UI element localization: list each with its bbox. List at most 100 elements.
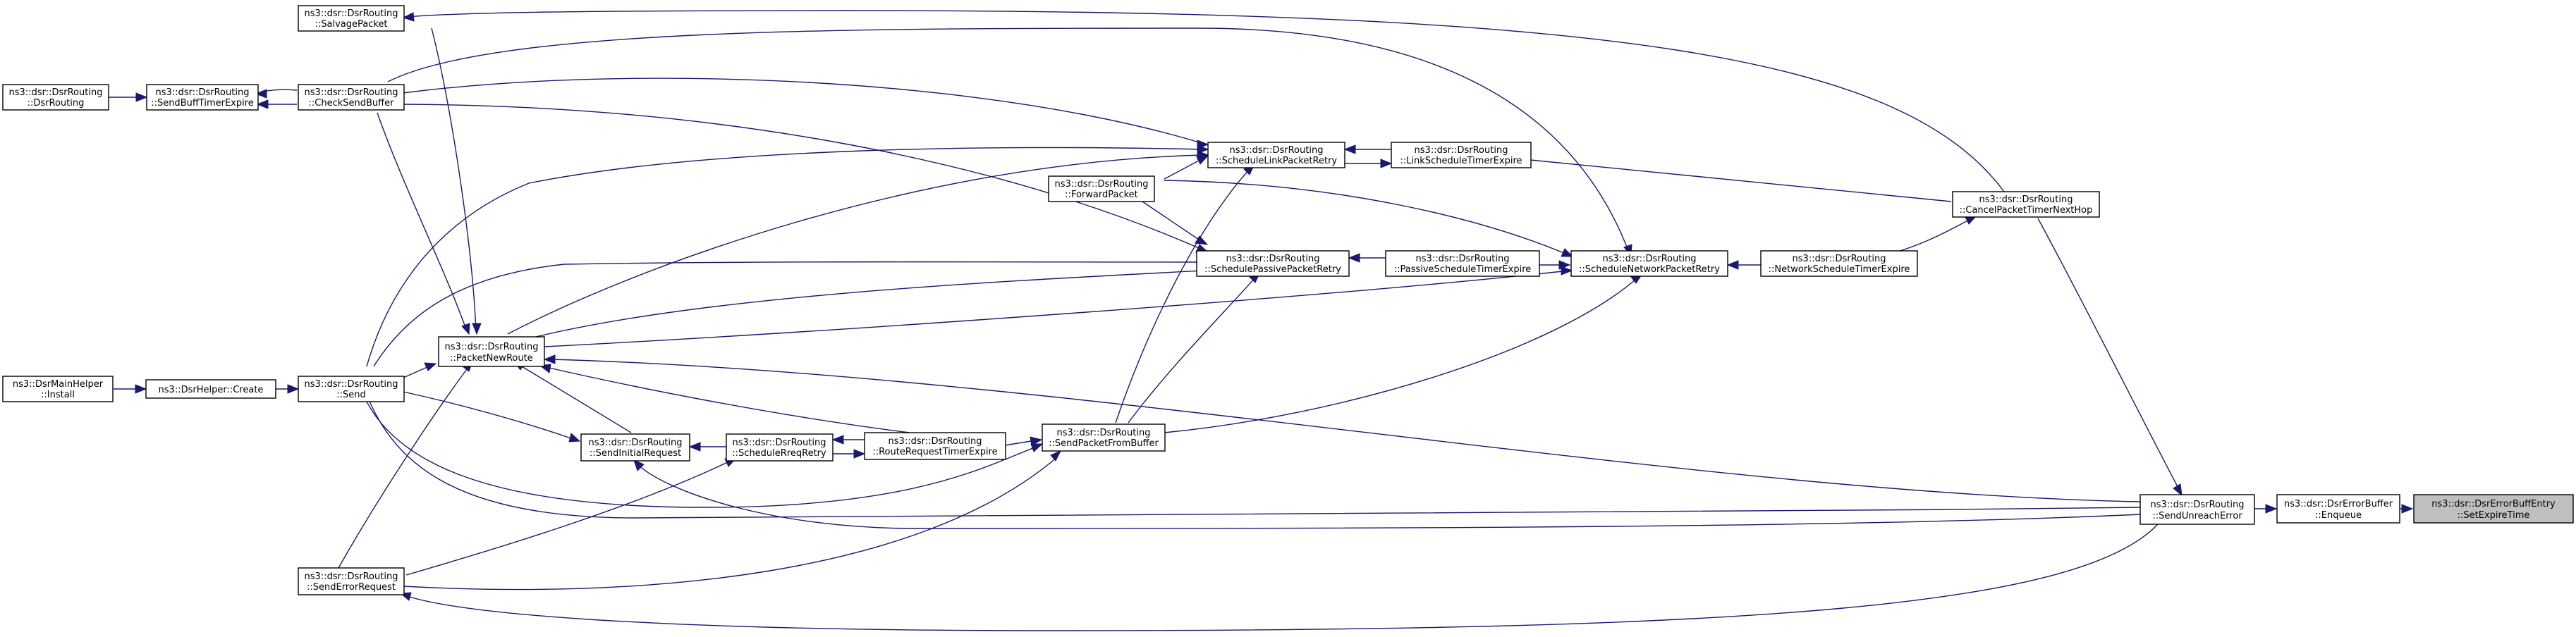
node-cancel-packet-timer-next-hop[interactable]: ns3::dsr::DsrRouting ::CancelPacketTimer… (1952, 191, 2100, 218)
node-send-unreach-error[interactable]: ns3::dsr::DsrRouting ::SendUnreachError (2139, 494, 2255, 525)
edge-sendbuf-schedulelink (1115, 168, 1250, 423)
edge-checksendbuffer-pnr (377, 112, 468, 332)
node-label-line1: ns3::dsr::DsrRouting (305, 571, 398, 582)
node-network-schedule-timer-expire[interactable]: ns3::dsr::DsrRouting ::NetworkScheduleTi… (1760, 250, 1918, 277)
node-dsr-main-helper-install[interactable]: ns3::DsrMainHelper ::Install (2, 376, 114, 402)
node-label-line2: ::Install (41, 390, 75, 400)
node-send-packet-from-buffer[interactable]: ns3::dsr::DsrRouting ::SendPacketFromBuf… (1042, 423, 1166, 452)
edge-checksendbuffer-schedulenetwork (387, 27, 1630, 253)
node-forward-packet[interactable]: ns3::dsr::DsrRouting ::ForwardPacket (1048, 175, 1155, 202)
arrow-check-from-sendbufftimer (255, 89, 267, 99)
node-label-line1: ns3::dsr::DsrRouting (445, 342, 539, 352)
node-salvage-packet[interactable]: ns3::dsr::DsrRouting ::SalvagePacket (298, 5, 405, 32)
node-packet-new-route[interactable]: ns3::dsr::DsrRouting ::PacketNewRoute (438, 336, 545, 367)
arrow-sendinitial-from-schedulereq (688, 442, 701, 452)
edge-pnr-schedulepassive (535, 270, 1204, 338)
node-label-line2: ::SalvagePacket (315, 19, 387, 30)
node-label-line1: ns3::dsr::DsrErrorBuffEntry (2431, 499, 2556, 509)
edge-send-pnr (403, 366, 429, 378)
arrow-linktimer-from-schedulelink (1380, 159, 1393, 168)
node-label-line1: ns3::dsr::DsrRouting (305, 87, 398, 98)
arrow-schedulepassive-from-passivetimer (1348, 253, 1360, 263)
edge-pnr-schedulenetwork (544, 270, 1570, 347)
node-label-line1: ns3::dsr::DsrRouting (305, 8, 398, 19)
node-schedule-network-packet-retry[interactable]: ns3::dsr::DsrRouting ::ScheduleNetworkPa… (1570, 250, 1728, 277)
node-label-line1: ns3::dsr::DsrRouting (589, 438, 683, 448)
edge-forward-schedulepassive (1142, 201, 1200, 240)
edge-sendunreach-sendinitial (637, 464, 2141, 529)
edge-sendinitial-pnr (521, 366, 632, 433)
edge-schedulereq-senderror (405, 459, 734, 576)
node-label-line2: ::ScheduleNetworkPacketRetry (1579, 264, 1720, 275)
edge-send-schedulepassive (373, 261, 1204, 367)
node-label-line1: ns3::DsrHelper::Create (159, 385, 264, 395)
nodes: ns3::dsr::DsrRouting ::SalvagePacket ns3… (2, 5, 2574, 595)
node-label-line2: ::SendPacketFromBuffer (1049, 438, 1159, 449)
node-label-line1: ns3::dsr::DsrRouting (2151, 500, 2245, 510)
node-link-schedule-timer-expire[interactable]: ns3::dsr::DsrRouting ::LinkScheduleTimer… (1391, 142, 1532, 168)
arrow-pnr-from-salvage (472, 323, 482, 335)
edge-forward-schedulenetwork (1164, 180, 1566, 254)
node-label-line1: ns3::dsr::DsrRouting (889, 436, 982, 447)
arrow-sendinitial-from-send (568, 433, 581, 443)
arrow-pnr-from-checksendbuffer (461, 323, 470, 335)
node-schedule-passive-packet-retry[interactable]: ns3::dsr::DsrRouting ::SchedulePassivePa… (1196, 250, 1350, 277)
node-error-buff-entry-set-expire-time[interactable]: ns3::dsr::DsrErrorBuffEntry ::SetExpireT… (2413, 494, 2574, 524)
arrow-setexpire (2401, 504, 2414, 514)
node-error-buffer-enqueue[interactable]: ns3::dsr::DsrErrorBuffer ::Enqueue (2276, 494, 2400, 524)
node-label-line1: ns3::dsr::DsrRouting (156, 87, 250, 98)
arrow-schedulereq-from-routereq (831, 435, 844, 445)
arrow-schedulenetwork-from-forward (1561, 248, 1574, 257)
arrow-schedulenetwork-from-pnr (1561, 266, 1573, 276)
node-label-line2: ::SchedulePassivePacketRetry (1204, 264, 1341, 275)
node-label-line1: ns3::dsr::DsrRouting (1230, 145, 1324, 156)
node-label-line2: ::SendErrorRequest (307, 582, 396, 593)
node-dsrrouting-ctor[interactable]: ns3::dsr::DsrRouting ::DsrRouting (2, 84, 109, 111)
arrow-schedulepassive-from-forward (1195, 235, 1209, 245)
node-label-line1: ns3::dsr::DsrRouting (1416, 254, 1510, 264)
node-label-line2: ::NetworkScheduleTimerExpire (1769, 264, 1910, 275)
edge-routereq-sendbuf (1004, 440, 1032, 446)
node-label-line2: ::CheckSendBuffer (309, 98, 395, 109)
node-route-request-timer-expire[interactable]: ns3::dsr::DsrRouting ::RouteRequestTimer… (864, 432, 1006, 460)
node-label-line1: ns3::dsr::DsrRouting (1055, 179, 1149, 190)
node-label-line1: ns3::dsr::DsrRouting (1226, 254, 1320, 264)
node-send-initial-request[interactable]: ns3::dsr::DsrRouting ::SendInitialReques… (580, 433, 690, 462)
edge-canceltimer-networktimer (1889, 215, 1977, 254)
edge-pnr-schedulelink (507, 154, 1204, 335)
edge-checksendbuffer-schedulelink (402, 78, 1204, 144)
arrow-sendbuf-from-send (1030, 443, 1044, 452)
node-label-line1: ns3::dsr::DsrRouting (9, 87, 103, 98)
arrow-pnr-from-send (424, 362, 437, 371)
node-label-line2: ::SetExpireTime (2458, 510, 2530, 521)
edge-salvage-pnr (431, 27, 477, 332)
node-label-line1: ns3::dsr::DsrErrorBuffer (2284, 499, 2393, 509)
node-send-buff-timer-expire[interactable]: ns3::dsr::DsrRouting ::SendBuffTimerExpi… (146, 84, 259, 111)
edge-send-schedulelink (366, 147, 1204, 367)
arrow-sendbuf-from-routereq (1030, 436, 1043, 446)
edge-canceltimer-salvage (406, 10, 2005, 192)
node-send-error-request[interactable]: ns3::dsr::DsrRouting ::SendErrorRequest (298, 567, 405, 595)
edge-send-sendbuf (362, 394, 1037, 508)
arrow-sendinitial-from-sendunreach (633, 459, 645, 471)
node-check-send-buffer[interactable]: ns3::dsr::DsrRouting ::CheckSendBuffer (298, 84, 405, 111)
node-send[interactable]: ns3::dsr::DsrRouting ::Send (298, 376, 405, 402)
node-label-line1: ns3::DsrMainHelper (13, 379, 104, 390)
edge-sendbuf-schedulenetwork (1164, 278, 1637, 433)
node-label-line1: ns3::dsr::DsrRouting (1979, 194, 2073, 205)
node-passive-schedule-timer-expire[interactable]: ns3::dsr::DsrRouting ::PassiveScheduleTi… (1385, 250, 1540, 277)
node-label-line1: ns3::dsr::DsrRouting (1793, 254, 1886, 264)
arrow-routereq-from-schedulereq (853, 449, 866, 459)
edge-routereq-pnr (542, 366, 910, 433)
arrow-helpercreate-from-mainhelper (135, 384, 147, 394)
node-label-line2: ::Send (336, 390, 366, 400)
edge-send-sendinitial (403, 391, 572, 439)
node-label-line2: ::SendBuffTimerExpire (151, 98, 254, 109)
node-label-line2: ::SendUnreachError (2152, 511, 2242, 521)
node-label-line2: ::ScheduleRreqRetry (732, 448, 826, 459)
node-schedule-rreq-retry[interactable]: ns3::dsr::DsrRouting ::ScheduleRreqRetry (726, 433, 834, 462)
node-dsr-helper-create[interactable]: ns3::DsrHelper::Create (145, 379, 276, 399)
node-label-line1: ns3::dsr::DsrRouting (305, 379, 398, 390)
node-schedule-link-packet-retry[interactable]: ns3::dsr::DsrRouting ::ScheduleLinkPacke… (1207, 142, 1345, 168)
